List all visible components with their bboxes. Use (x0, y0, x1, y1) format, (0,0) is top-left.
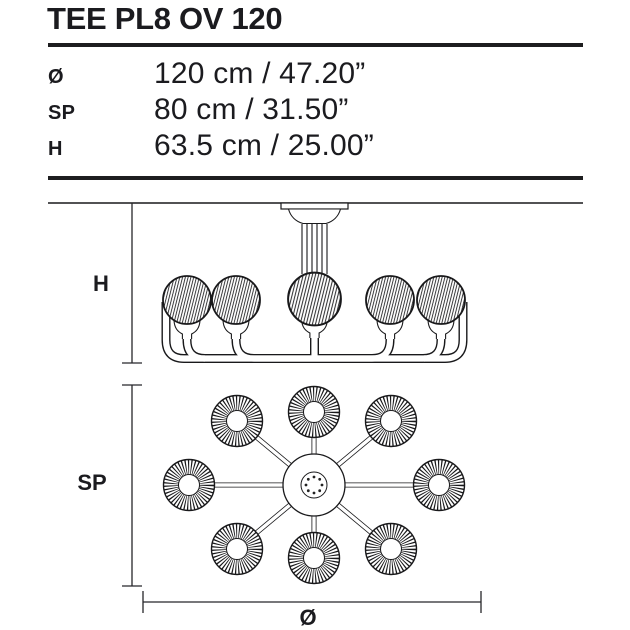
spec-value-span: 80 cm / 31.50” (154, 93, 349, 126)
diameter-dimension-label: Ø (299, 605, 316, 630)
plan-globe (366, 524, 417, 575)
plan-globe (414, 460, 465, 511)
span-dimension-label: SP (77, 470, 106, 495)
side-view-globe-center (287, 271, 342, 327)
stem-tubes (301, 224, 328, 274)
canopy (280, 202, 349, 225)
spec-row-span: SP 80 cm / 31.50” (48, 95, 583, 128)
side-view-globe (416, 275, 466, 325)
plan-globe (366, 396, 417, 447)
height-dimension-line (122, 203, 142, 364)
title-divider-rule (48, 43, 583, 47)
plan-globe (212, 396, 263, 447)
height-dimension-label: H (93, 271, 109, 296)
page-title: TEE PL8 OV 120 (47, 1, 283, 36)
plan-globe (289, 387, 340, 438)
plan-hub (282, 453, 346, 517)
side-view-globe (162, 275, 212, 325)
plan-globe (212, 524, 263, 575)
side-view-globe (365, 275, 415, 325)
side-view-arms-core (162, 299, 467, 362)
table-divider-rule (48, 176, 583, 180)
span-dimension-line (122, 384, 142, 587)
spec-value-diameter: 120 cm / 47.20” (154, 57, 366, 90)
side-view-globe (211, 275, 261, 325)
spec-label-height: H (48, 138, 63, 160)
spec-value-height: 63.5 cm / 25.00” (154, 129, 374, 162)
spec-row-diameter: Ø 120 cm / 47.20” (48, 59, 583, 92)
spec-row-height: H 63.5 cm / 25.00” (48, 131, 583, 164)
diameter-dimension-line (142, 591, 482, 613)
spec-label-diameter: Ø (48, 66, 64, 88)
hub-screw-holes (304, 475, 324, 495)
plan-globe (164, 460, 215, 511)
side-view (161, 202, 468, 363)
plan-view (164, 387, 465, 584)
plan-globe (289, 533, 340, 584)
spec-label-span: SP (48, 102, 76, 124)
